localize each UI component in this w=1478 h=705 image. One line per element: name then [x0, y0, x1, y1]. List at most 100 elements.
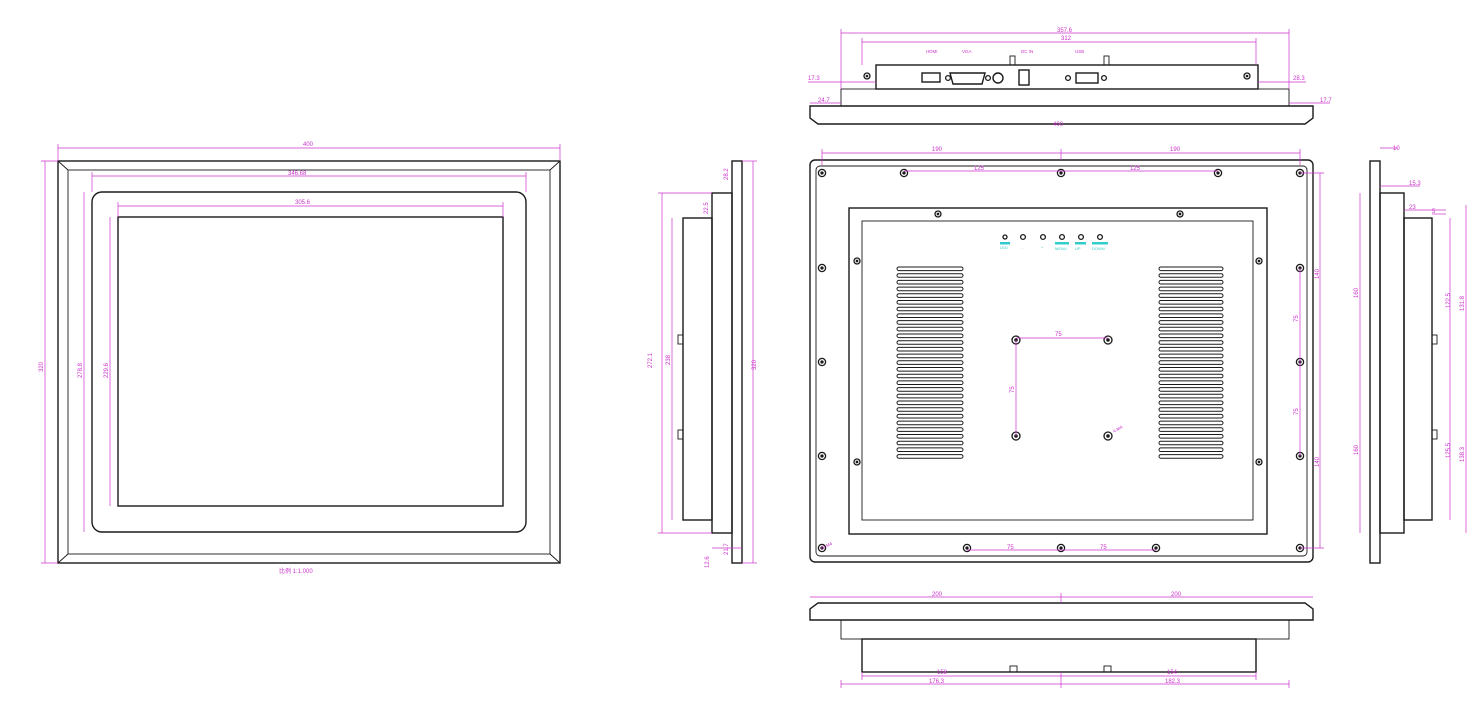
vent-slot [896, 434, 964, 439]
rear-cover-screws [853, 210, 1263, 466]
dim-rear-right-bottom: 140 [1315, 456, 1321, 467]
dim-side-right-lower-1: 160 [1354, 444, 1360, 455]
rear-outer-frame [809, 159, 1314, 563]
vent-slot [1158, 333, 1224, 339]
front-screen [117, 216, 504, 507]
side-right-body [1403, 217, 1433, 521]
vent-slot [1158, 286, 1224, 292]
rear-view: LED - + MENU UP DOWN 190 190 125 125 75 … [809, 147, 1324, 563]
screw-hole-center [820, 454, 824, 458]
vent-slot [1158, 313, 1224, 318]
screw-hole-center [1154, 546, 1158, 550]
vent-slot [896, 320, 964, 325]
vent-slot [896, 447, 964, 452]
vent-slot [896, 413, 964, 419]
led-label-led: LED [1000, 245, 1008, 250]
top-bezel [809, 105, 1314, 125]
dim-vesa-width: 75 [1055, 332, 1062, 338]
screw-hole-center [820, 546, 824, 550]
led-label-minus: - [1022, 245, 1024, 250]
cover-screw-hole-center [855, 259, 859, 263]
dim-side-right-upper-3: 131.8 [1460, 295, 1466, 311]
dim-side-left-depth-1: 12.6 [705, 556, 711, 568]
vent-slot [1158, 346, 1224, 352]
dim-top-left-2: 24.7 [818, 98, 830, 104]
vesa-hole-center [1106, 338, 1110, 342]
dim-rear-holes-left: 125 [974, 166, 985, 172]
power-switch-icon [1018, 69, 1030, 86]
port-label-hdmi: HDMI [926, 49, 938, 54]
vent-slot [1158, 393, 1224, 399]
dim-front-bezel-width: 346.68 [288, 171, 307, 177]
dim-top-ports: 312 [1061, 36, 1072, 42]
side-right-bezel [1369, 160, 1381, 564]
rear-outer-screws [817, 168, 1305, 553]
bottom-body [861, 638, 1257, 673]
port-label-vga: VGA [962, 49, 972, 54]
side-right-view: 10 15.3 23 5 160 160 122.5 131.8 125.5 1… [1354, 146, 1467, 564]
screw-hole-center [820, 360, 824, 364]
screw-hole-center [1059, 546, 1063, 550]
dim-side-left-body: 272.1 [648, 352, 654, 368]
screw-hole-center [1216, 171, 1220, 175]
corner-screw-note: 16-M4 [819, 541, 833, 551]
front-outer-frame [57, 160, 561, 564]
vent-slot [896, 420, 964, 426]
screw-hole-center [965, 546, 969, 550]
vesa-hole-center [1106, 434, 1110, 438]
vent-slot [896, 266, 964, 272]
screw-hole-center [820, 266, 824, 270]
vent-slot [896, 440, 964, 446]
dim-side-right-lower-2: 125.5 [1446, 442, 1452, 458]
dim-top-right-2: 17.7 [1320, 98, 1332, 104]
dim-rear-holes-right: 125 [1130, 166, 1141, 172]
vent-slot [1158, 320, 1224, 325]
top-view: HDMI VGA DC IN USB 357.6 312 400 17.3 24… [808, 28, 1332, 128]
dim-top-width: 357.6 [1057, 28, 1073, 34]
usb-port-icon [1075, 72, 1099, 84]
vent-slot [896, 286, 964, 292]
rear-back-cover [848, 207, 1268, 535]
rear-control-row: LED - + MENU UP DOWN [1000, 233, 1108, 251]
bottom-view: 200 200 158 154 176.3 182.3 [809, 592, 1314, 688]
dim-side-left-inner: 238 [666, 354, 672, 365]
dim-rear-bottom-right: 75 [1100, 545, 1107, 551]
dim-front-width: 400 [303, 142, 314, 148]
led-label-up: UP [1075, 246, 1081, 251]
vent-slot [896, 313, 964, 318]
dc-in-port-icon [992, 72, 1004, 84]
vent-slot [1158, 387, 1224, 392]
cover-screw-hole-center [936, 212, 940, 216]
vent-slot [1158, 447, 1224, 452]
rear-vesa-holes [1011, 335, 1113, 441]
vent-slots-right [1158, 266, 1224, 459]
dim-side-right-depth-4: 5 [1432, 209, 1436, 215]
vga-port-icon [949, 72, 986, 85]
dim-rear-bottom-left: 75 [1007, 545, 1014, 551]
vent-slot [896, 360, 964, 365]
vent-slot [896, 293, 964, 298]
dim-top-left-1: 17.3 [808, 76, 820, 82]
port-label-usb: USB [1075, 49, 1084, 54]
vent-slot [1158, 407, 1224, 412]
vent-slot [896, 367, 964, 372]
vent-slot [1158, 454, 1224, 459]
vent-slot [896, 373, 964, 379]
hdmi-port-icon [921, 72, 941, 83]
vent-slots-left [896, 266, 964, 459]
vent-slot [896, 333, 964, 339]
vent-slot [896, 300, 964, 305]
dim-side-right-upper-1: 160 [1354, 287, 1360, 298]
port-label-dc-in: DC IN [1021, 49, 1033, 54]
led-label-menu: MENU [1055, 246, 1067, 251]
dim-rear-top-right: 190 [1170, 147, 1181, 153]
dim-side-right-depth-2: 15.3 [1409, 181, 1421, 187]
vent-slot [1158, 326, 1224, 332]
dim-bottom-left-1: 158 [937, 670, 948, 676]
vent-slot [1158, 306, 1224, 312]
dim-side-left-height: 320 [752, 359, 758, 370]
cover-screw-hole-center [1257, 460, 1261, 464]
screw-hole-center [1059, 171, 1063, 175]
vent-slot [896, 407, 964, 412]
